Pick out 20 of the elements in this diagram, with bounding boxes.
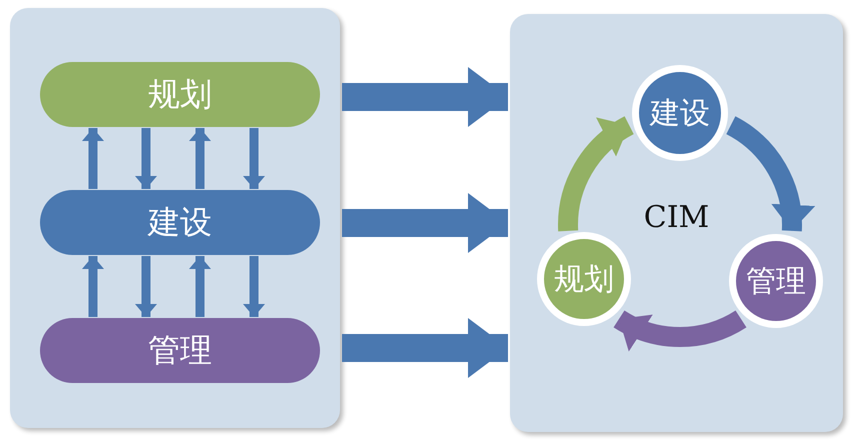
arrow xyxy=(342,67,508,127)
arrow xyxy=(342,193,508,253)
panel xyxy=(10,8,340,428)
panel xyxy=(510,14,843,432)
stage-pill: 规划 xyxy=(40,62,320,127)
stage-pill: 建设 xyxy=(40,190,320,255)
arrow xyxy=(189,128,211,189)
stage-circle: 管理 xyxy=(729,234,823,328)
arrow xyxy=(135,128,157,189)
arrow xyxy=(189,256,211,317)
arrow xyxy=(82,128,104,189)
arrow xyxy=(82,256,104,317)
stage-pill: 管理 xyxy=(40,318,320,383)
arrow xyxy=(135,256,157,317)
center-label: CIM xyxy=(642,200,710,235)
arrow xyxy=(342,318,508,378)
arrow xyxy=(243,256,265,317)
stage-circle: 建设 xyxy=(632,65,728,161)
stage-circle: 规划 xyxy=(537,232,631,326)
arrow xyxy=(243,128,265,189)
